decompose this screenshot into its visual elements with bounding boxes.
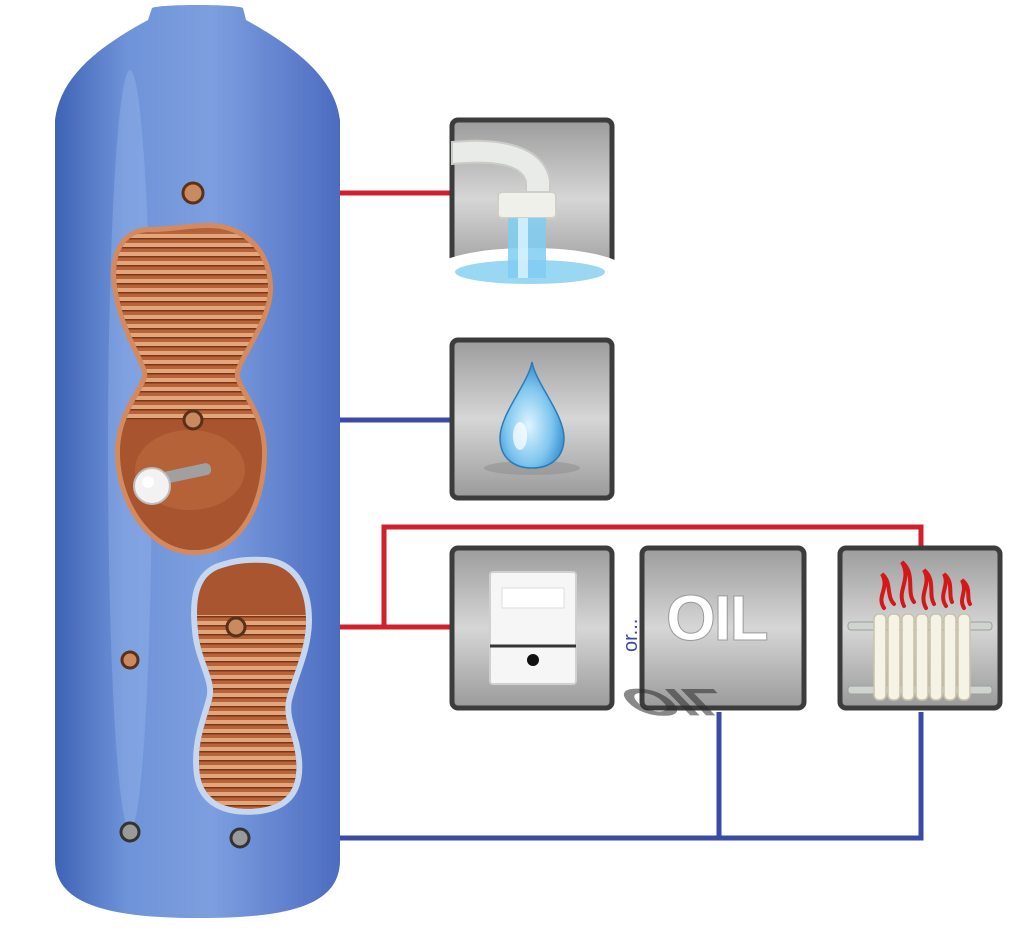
heat-flames <box>879 560 972 610</box>
radiator-fins <box>873 613 971 701</box>
radiator-tile <box>837 545 1003 711</box>
alternative-separator-label: or... <box>620 619 642 652</box>
hot-outlet-port <box>181 181 205 205</box>
lower-cutaway <box>191 556 313 815</box>
oil-boiler-tile: OIL OIL <box>605 545 807 723</box>
upper-cutaway <box>111 222 274 556</box>
primary-return-pipe <box>240 712 924 841</box>
primary-return-port <box>229 827 251 849</box>
cold-water-tile <box>449 337 615 501</box>
hot-water-cylinder <box>55 5 340 918</box>
cold-inlet-port <box>182 409 204 431</box>
hot-water-tap-icon <box>435 139 625 292</box>
gas-boiler-tile <box>449 545 615 711</box>
primary-flow-loop-pipe <box>381 524 924 627</box>
cylinder-ports <box>119 181 251 849</box>
radiator-icon <box>847 560 993 701</box>
gas-boiler-icon <box>489 571 577 685</box>
cold-water-drop-icon <box>484 361 580 475</box>
primary-flow-port <box>225 616 247 638</box>
immersion-heater <box>133 463 212 505</box>
oil-label: OIL <box>666 582 768 654</box>
hot-water-tap-tile <box>435 117 625 292</box>
drain-port <box>119 821 141 843</box>
auxiliary-port <box>120 650 140 670</box>
